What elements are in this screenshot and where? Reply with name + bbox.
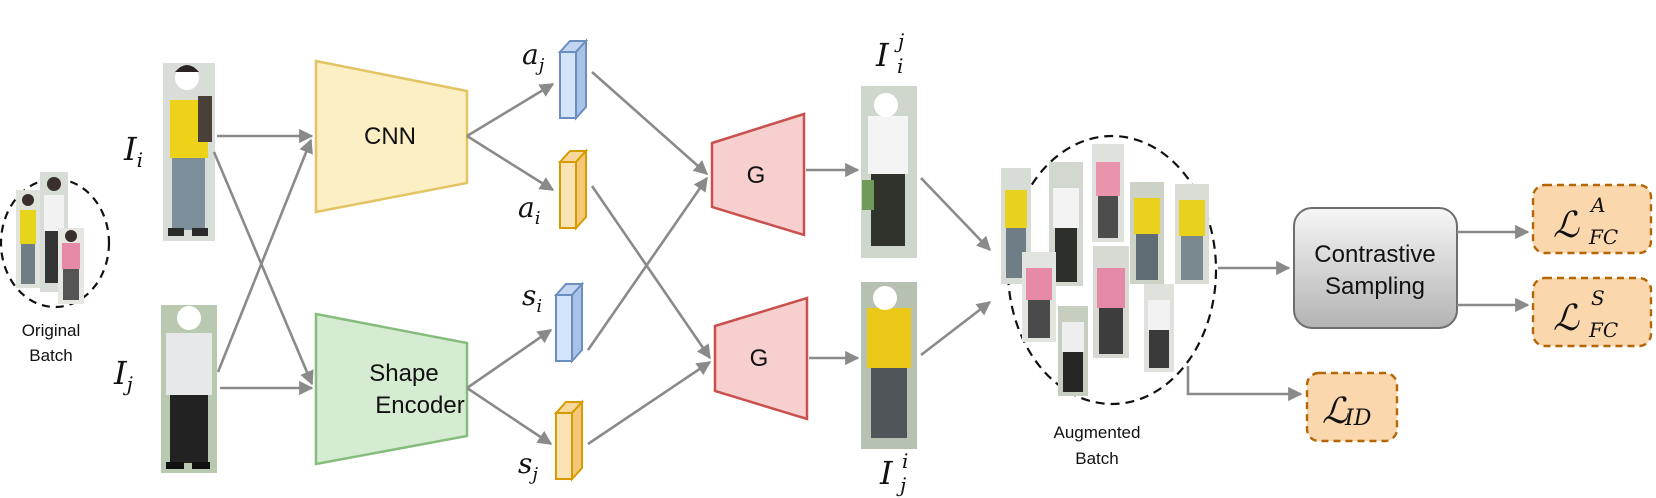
augmented-photo-6: [1022, 252, 1056, 342]
augmented-batch-group: Augmented Batch: [1001, 134, 1218, 468]
math-I-i-j-sub: i: [897, 54, 903, 78]
loss-id-base: ℒ: [1322, 391, 1349, 432]
shape-encoder: Shape Encoder: [314, 312, 469, 466]
loss-fc-appearance: ℒ A FC: [1531, 183, 1653, 255]
augmented-photo-4: [1130, 182, 1164, 284]
loss-fc-a-sub: FC: [1588, 225, 1618, 249]
arrow-cnn-to-aj: [466, 82, 555, 138]
math-I-i-j-sup: j: [894, 29, 904, 53]
input-image-j: [161, 305, 217, 473]
arrow-ai-to-g-bottom: [590, 185, 712, 360]
arrows: [212, 71, 1530, 446]
math-I-j-i-sup: i: [902, 449, 908, 473]
original-batch-group: Original Batch: [0, 172, 111, 365]
feature-a-i: [557, 148, 589, 231]
augmented-photo-3: [1092, 144, 1124, 242]
generated-image-i-j: [861, 86, 917, 258]
arrow-Ii-to-shape: [212, 151, 314, 386]
contrastive-sampling-label-line1: Contrastive: [1314, 241, 1435, 268]
cnn-encoder: CNN: [314, 59, 469, 214]
loss-fc-s-sub: FC: [1588, 318, 1618, 342]
arrow-aj-to-g-top: [591, 71, 709, 175]
math-a-j: aj: [522, 38, 545, 76]
arrow-si-to-g-top: [586, 176, 709, 351]
augmented-photo-2: [1049, 162, 1083, 286]
generator-top: G: [710, 112, 806, 237]
generator-bottom: G: [713, 296, 809, 421]
original-batch-photo-1: [16, 190, 40, 288]
loss-id-sub: ID: [1344, 406, 1372, 431]
arrow-Iij-to-augmented: [920, 177, 991, 252]
loss-id: ℒ ID: [1305, 371, 1399, 443]
math-I-j-i-sub: j: [896, 473, 906, 497]
arrow-augmented-to-lid: [1186, 366, 1303, 402]
math-s-j: sj: [518, 447, 538, 485]
original-batch-ellipse: [0, 177, 111, 309]
input-image-i: [163, 63, 215, 241]
contrastive-sampling-label-line2: Sampling: [1325, 273, 1425, 300]
arrow-shape-to-si: [466, 328, 553, 390]
generator-top-label: G: [747, 162, 766, 189]
arrow-cnn-to-ai: [466, 134, 555, 192]
generator-bottom-label: G: [750, 345, 769, 372]
arrow-sj-to-g-bottom: [587, 360, 712, 446]
math-s-i: si: [522, 279, 542, 317]
loss-fc-s-sup: S: [1591, 286, 1605, 310]
feature-s-j: [553, 399, 585, 482]
math-I-j: Ij: [113, 354, 133, 396]
math-I-i: Ii: [123, 130, 143, 172]
original-batch-label-line1: Original: [22, 321, 81, 340]
original-batch-photo-3: [58, 228, 84, 304]
shape-encoder-label-line1: Shape: [369, 360, 438, 387]
math-I-j-i: I: [879, 454, 894, 492]
loss-fc-a-sup: A: [1589, 193, 1605, 217]
math-a-i: ai: [518, 191, 540, 229]
augmented-batch-label-line2: Batch: [1075, 449, 1118, 468]
loss-fc-shape: ℒ S FC: [1531, 276, 1653, 348]
augmented-batch-label-line1: Augmented: [1054, 423, 1141, 442]
math-I-i-j: I: [875, 36, 890, 74]
arrow-Iji-to-augmented: [920, 300, 992, 357]
original-batch-label-line2: Batch: [29, 346, 72, 365]
arrow-Ij-to-cnn: [216, 138, 313, 373]
augmented-photo-8: [1093, 246, 1129, 358]
augmented-photo-7: [1058, 306, 1088, 396]
augmented-photo-5: [1175, 184, 1209, 284]
feature-s-i: [553, 281, 585, 364]
loss-fc-a-base: ℒ: [1553, 205, 1580, 246]
loss-fc-s-base: ℒ: [1553, 298, 1580, 339]
feature-a-j: [557, 38, 589, 121]
augmented-photo-9: [1144, 284, 1174, 372]
contrastive-sampling-box: Contrastive Sampling: [1293, 207, 1458, 329]
generated-image-j-i: [861, 282, 917, 449]
cnn-label: CNN: [364, 123, 416, 150]
arrow-shape-to-sj: [466, 386, 553, 446]
shape-encoder-label-line2: Encoder: [375, 392, 464, 419]
